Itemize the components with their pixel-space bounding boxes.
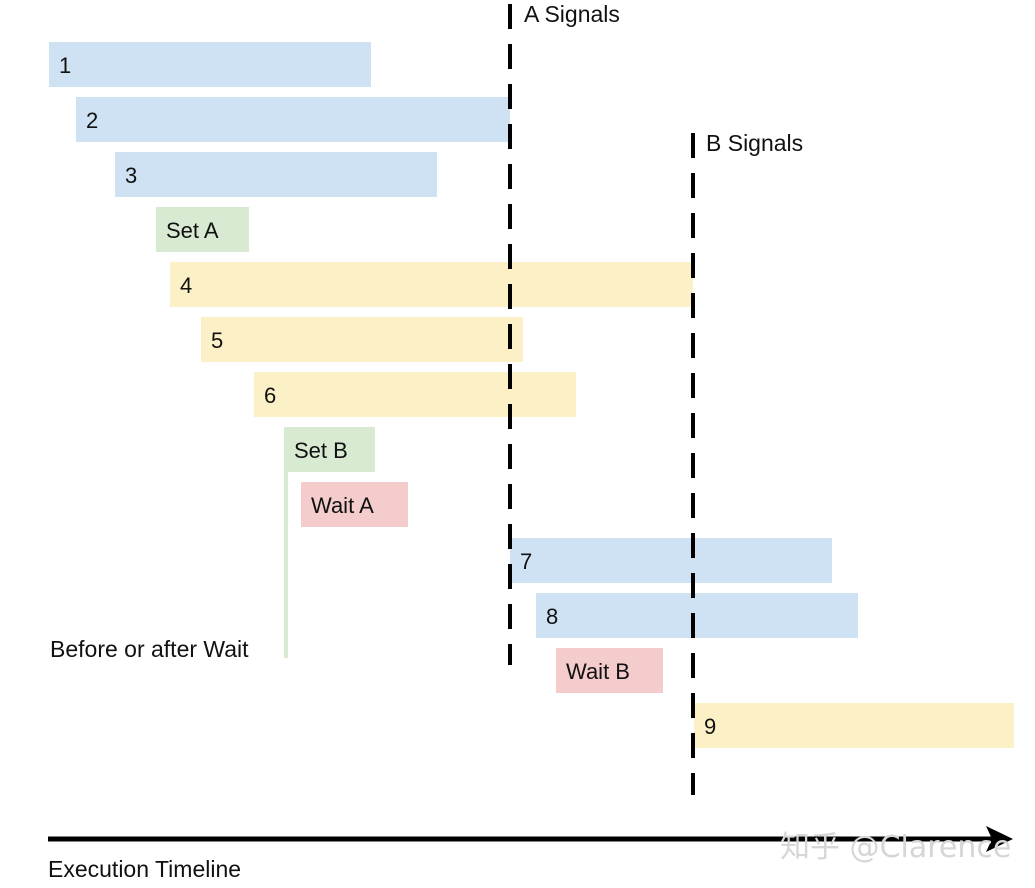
- bar-rect: [49, 42, 371, 87]
- bar-label: 4: [180, 273, 192, 298]
- bar-label: 9: [704, 714, 716, 739]
- timeline-arrow-icon: [986, 826, 1013, 852]
- bar-label: 3: [125, 163, 137, 188]
- bar-wait-a: Wait A: [301, 482, 408, 527]
- bar-label: Wait A: [311, 493, 374, 518]
- a-signals-label: A Signals: [524, 1, 620, 27]
- bar-set-a: Set A: [156, 207, 249, 252]
- bar-rect: [536, 593, 858, 638]
- bar-rect: [556, 648, 663, 693]
- bar-rect: [115, 152, 437, 197]
- timeline-axis-label: Execution Timeline: [48, 856, 241, 882]
- bar-label: 8: [546, 604, 558, 629]
- bar-label: 6: [264, 383, 276, 408]
- bar-rect: [694, 703, 1014, 748]
- bar-label: 7: [520, 549, 532, 574]
- b-signals-label: B Signals: [706, 130, 803, 156]
- bar-6: 6: [254, 372, 576, 417]
- bar-rect: [76, 97, 510, 142]
- bar-5: 5: [201, 317, 523, 362]
- bar-rect: [510, 538, 832, 583]
- bar-label: Set B: [294, 438, 348, 463]
- bar-rect: [201, 317, 523, 362]
- bar-label: 2: [86, 108, 98, 133]
- bar-rect: [254, 372, 576, 417]
- bar-label: 5: [211, 328, 223, 353]
- bar-2: 2: [76, 97, 510, 142]
- before-or-after-wait-note: Before or after Wait: [50, 636, 249, 662]
- set-b-connector: [284, 471, 288, 658]
- bar-1: 1: [49, 42, 371, 87]
- bar-label: Set A: [166, 218, 219, 243]
- bar-label: 1: [59, 53, 71, 78]
- bar-label: Wait B: [566, 659, 630, 684]
- bar-wait-b: Wait B: [556, 648, 663, 693]
- bar-rect: [301, 482, 408, 527]
- watermark: 知乎 @Clarence: [780, 830, 1011, 865]
- bar-7: 7: [510, 538, 832, 583]
- bar-rect: [284, 427, 375, 472]
- bar-9: 9: [694, 703, 1014, 748]
- bar-4: 4: [170, 262, 693, 307]
- bar-rect: [170, 262, 693, 307]
- bar-3: 3: [115, 152, 437, 197]
- bar-set-b: Set B: [284, 427, 375, 472]
- bar-8: 8: [536, 593, 858, 638]
- bar-rect: [156, 207, 249, 252]
